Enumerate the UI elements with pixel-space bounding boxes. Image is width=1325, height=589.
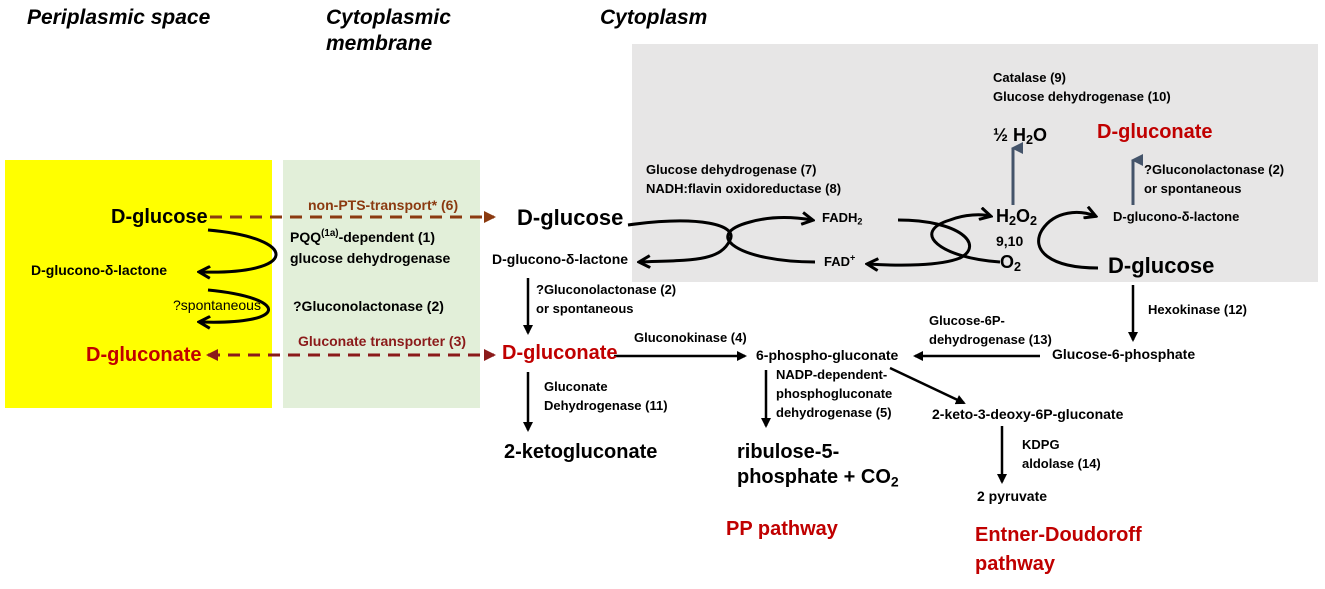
- kdpg-aldolase-line2: aldolase (14): [1022, 456, 1101, 471]
- h2o2-label: H2O2: [996, 206, 1038, 229]
- pp-pathway-label: PP pathway: [726, 518, 838, 540]
- ed-pathway-line2: pathway: [975, 553, 1056, 575]
- cytoplasm-lactonase-line1: ?Gluconolactonase (2): [536, 282, 677, 297]
- gdh-label: glucose dehydrogenase: [290, 250, 451, 266]
- grey-gluconate: D-gluconate: [1097, 121, 1213, 143]
- pqq-label: PQQ(1a)-dependent (1): [290, 228, 436, 245]
- membrane-header-line2: membrane: [326, 32, 433, 55]
- phosphogluconate: 6-phospho-gluconate: [756, 347, 899, 363]
- grey-glucose: D-glucose: [1108, 253, 1215, 278]
- gluconate-dh-line2: Dehydrogenase (11): [544, 398, 668, 413]
- hexokinase-label: Hexokinase (12): [1148, 302, 1247, 317]
- kdpg-intermediate: 2-keto-3-deoxy-6P-gluconate: [932, 406, 1124, 422]
- h2o2-cycle-arrow: [930, 215, 1001, 264]
- ed-pathway-line1: Entner-Doudoroff: [975, 524, 1142, 546]
- kdpg-aldolase-line1: KDPG: [1022, 437, 1060, 452]
- non-pts-label: non-PTS-transport* (6): [308, 197, 459, 213]
- pqq-gdh-curve-arrow: [200, 228, 278, 272]
- periplasm-header: Periplasmic space: [27, 6, 211, 29]
- o2-label: O2: [1000, 252, 1022, 275]
- cytoplasm-lactone: D-glucono-δ-lactone: [492, 251, 629, 267]
- grey-lactonase-line1: ?Gluconolactonase (2): [1144, 162, 1285, 177]
- periplasm-lactonase-curve-arrow: [200, 288, 270, 322]
- ribulose-line1: ribulose-5-: [737, 441, 840, 463]
- glucose-6-phosphate: Glucose-6-phosphate: [1052, 346, 1196, 362]
- cytoplasm-grey-box: [632, 44, 1318, 282]
- g6pdh-line1: Glucose-6P-: [929, 313, 1005, 328]
- grey-enzymes-line2: NADH:flavin oxidoreductase (8): [646, 181, 842, 196]
- grey-lactonase-line2: or spontaneous: [1144, 181, 1242, 196]
- fad-cycle-arrow-left: [726, 218, 815, 264]
- membrane-region: [283, 160, 480, 408]
- reaction-ids-label: 9,10: [996, 233, 1024, 249]
- cytoplasm-gluconate: D-gluconate: [502, 342, 618, 364]
- grey-enzymes-line1: Glucose dehydrogenase (7): [646, 162, 817, 177]
- fad-label: FAD+: [824, 252, 856, 269]
- ribulose-line2: phosphate + CO2: [737, 466, 899, 490]
- membrane-lactonase-label: ?Gluconolactonase (2): [293, 298, 444, 314]
- periplasm-gluconate: D-gluconate: [86, 344, 202, 366]
- cytoplasm-glucose: D-glucose: [517, 205, 624, 230]
- periplasm-glucose: D-glucose: [111, 206, 208, 228]
- cytoplasm-lactonase-line2: or spontaneous: [536, 301, 634, 316]
- gdh10-label: Glucose dehydrogenase (10): [993, 89, 1171, 104]
- periplasm-spontaneous: ?spontaneous: [173, 297, 261, 313]
- nadp-dh-line2: phosphogluconate: [776, 386, 893, 401]
- ketogluconate: 2-ketogluconate: [504, 441, 658, 463]
- gluconokinase-label: Gluconokinase (4): [634, 330, 747, 345]
- pyruvate: 2 pyruvate: [977, 488, 1048, 504]
- fadh2-label: FADH2: [822, 210, 863, 227]
- nadp-dh-line3: dehydrogenase (5): [776, 405, 892, 420]
- gluconate-dh-line1: Gluconate: [544, 379, 608, 394]
- g6pdh-line2: dehydrogenase (13): [929, 332, 1052, 347]
- catalase-label: Catalase (9): [993, 70, 1066, 85]
- gluconate-transporter-label: Gluconate transporter (3): [298, 333, 467, 349]
- phosphogluconate-to-kdpg-arrow: [889, 366, 966, 405]
- grey-lactone: D-glucono-δ-lactone: [1113, 209, 1240, 224]
- nadp-dh-line1: NADP-dependent-: [776, 367, 888, 382]
- periplasm-region: [5, 160, 272, 408]
- periplasm-lactone: D-glucono-δ-lactone: [31, 262, 168, 278]
- water-label: ½ H2O: [993, 125, 1048, 148]
- glucose-to-lactone-cycle-arrow: [1037, 213, 1098, 270]
- cytoplasm-header: Cytoplasm: [600, 6, 708, 29]
- membrane-header-line1: Cytoplasmic: [326, 6, 451, 29]
